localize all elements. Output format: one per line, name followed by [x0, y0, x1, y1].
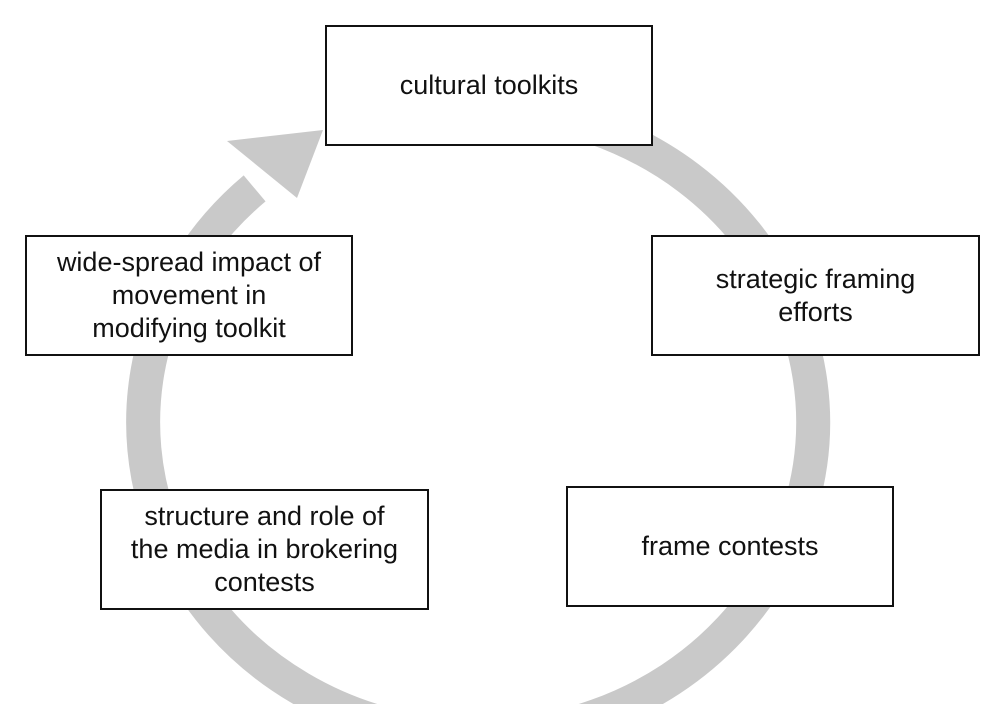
node-frame-contests: frame contests — [566, 486, 894, 607]
node-strategic-framing-efforts: strategic framing efforts — [651, 235, 980, 356]
cycle-ring-arc — [126, 91, 831, 704]
node-label-media-role: structure and role of the media in broke… — [130, 501, 399, 597]
cycle-arrowhead — [227, 130, 323, 198]
node-label-strategic-framing-efforts: strategic framing efforts — [715, 263, 916, 327]
node-label-widespread-impact: wide-spread impact of movement in modify… — [56, 247, 322, 343]
node-label-frame-contests: frame contests — [641, 531, 819, 561]
node-media-role: structure and role of the media in broke… — [100, 489, 429, 610]
node-cultural-toolkits: cultural toolkits — [325, 25, 653, 146]
node-label-cultural-toolkits: cultural toolkits — [399, 70, 579, 100]
node-widespread-impact: wide-spread impact of movement in modify… — [25, 235, 353, 356]
